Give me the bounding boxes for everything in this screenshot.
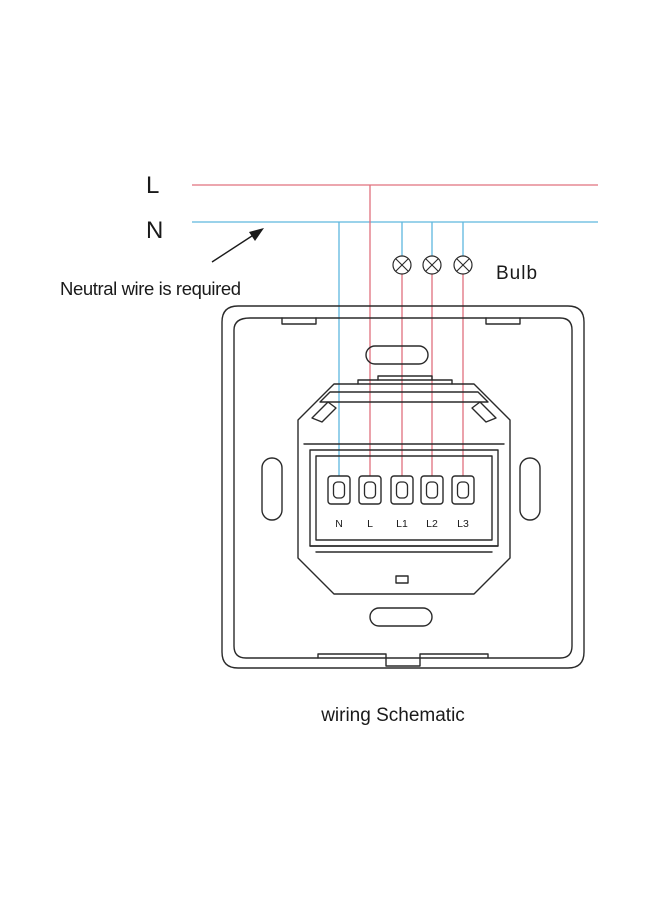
- neutral-line-label: N: [146, 217, 163, 244]
- bulb-3-icon: [453, 255, 473, 275]
- top-mounting-slot: [365, 345, 429, 365]
- terminal-l3: [451, 475, 475, 505]
- live-line-label: L: [146, 172, 159, 199]
- terminal-label-n: N: [335, 518, 343, 530]
- bulb-label: Bulb: [496, 263, 538, 284]
- neutral-required-note: Neutral wire is required: [60, 278, 241, 299]
- terminal-label-l1: L1: [396, 518, 408, 530]
- bottom-mounting-slot: [369, 607, 433, 627]
- right-mounting-slot: [519, 457, 541, 521]
- bulb-1-icon: [392, 255, 412, 275]
- bulb-2-icon: [422, 255, 442, 275]
- neutral-note-arrow: [211, 228, 264, 263]
- terminal-label-l3: L3: [457, 518, 469, 530]
- terminal-l: [358, 475, 382, 505]
- switch-module: [297, 375, 511, 595]
- module-latch: [395, 575, 409, 584]
- left-mounting-slot: [261, 457, 283, 521]
- terminal-l2: [420, 475, 444, 505]
- terminal-n: [327, 475, 351, 505]
- diagram-caption: wiring Schematic: [320, 705, 465, 726]
- wall-plate: [221, 305, 585, 669]
- terminal-label-l: L: [367, 518, 373, 530]
- terminal-l1: [390, 475, 414, 505]
- terminal-label-l2: L2: [426, 518, 438, 530]
